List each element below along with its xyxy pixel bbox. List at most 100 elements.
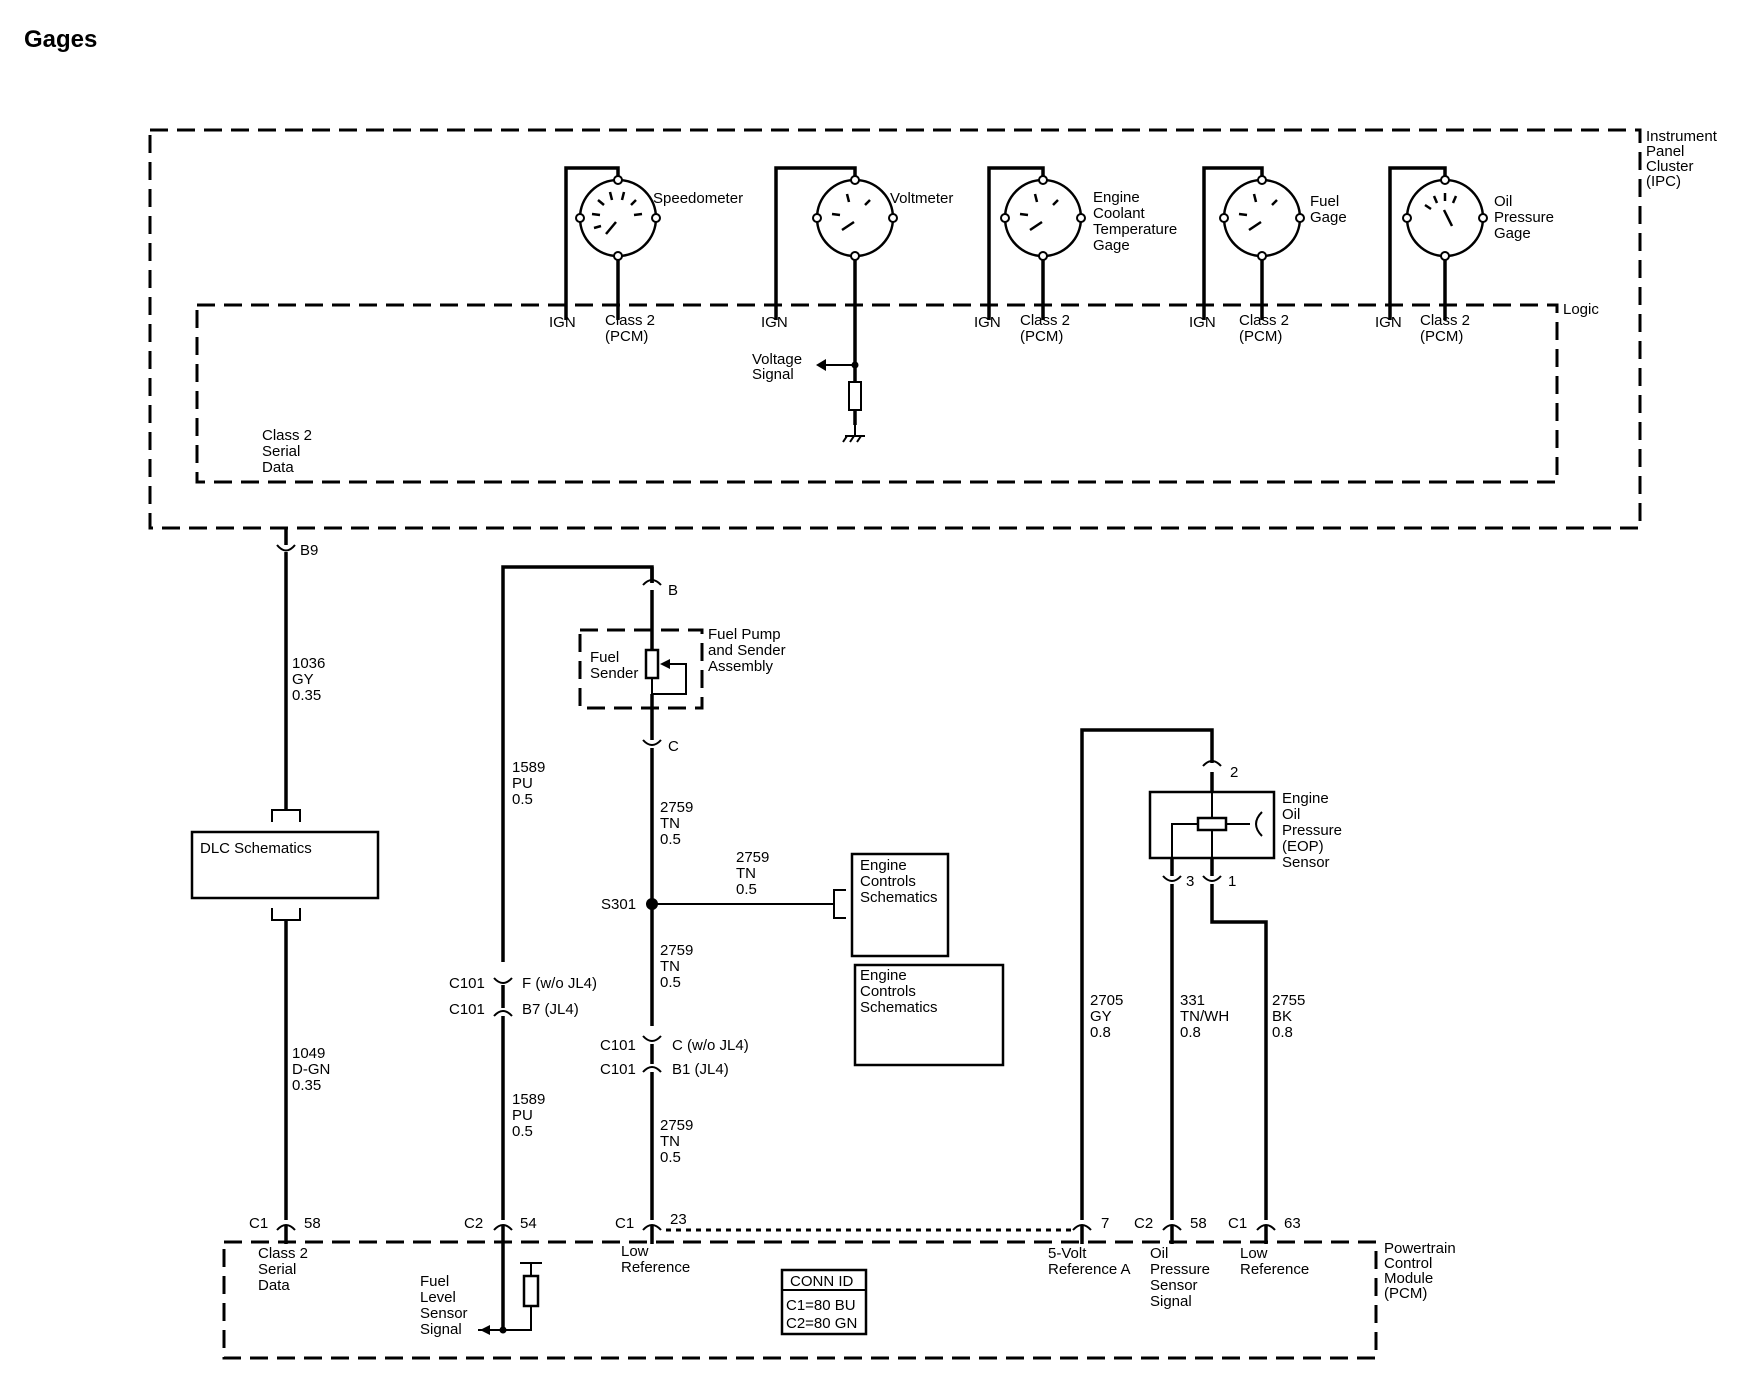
svg-text:Fuel Pump and Sender: Fuel Pump and Sender Assembly xyxy=(708,626,790,675)
svg-text:Fuel Gage: Fuel Gage xyxy=(1310,193,1347,226)
svg-text:B1 (JL4): B1 (JL4) xyxy=(672,1061,729,1078)
fuel-sender-resistor xyxy=(644,648,660,680)
page-title: Gages xyxy=(24,26,98,53)
svg-text:2759 TN 0.5: 2759 TN 0.5 xyxy=(660,799,698,848)
pcm-pin-oil-pressure: C2 58 Oil Pressure Sensor Signal xyxy=(1134,1215,1214,1310)
voltmeter-gauge: Voltmeter IGN Voltage Signal xyxy=(752,166,953,443)
svg-text:C2: C2 xyxy=(1134,1215,1153,1232)
speedometer-gauge: Speedometer IGN Class 2 (PCM) xyxy=(549,166,743,345)
svg-text:1589 PU 0.5: 1589 PU 0.5 xyxy=(512,759,550,808)
svg-text:B9: B9 xyxy=(300,542,318,559)
pcm-boundary xyxy=(222,1240,1378,1360)
ipc-boundary xyxy=(148,128,1642,530)
logic-label: Logic xyxy=(1563,301,1599,318)
svg-text:C1=80 BU: C1=80 BU xyxy=(786,1297,856,1314)
svg-text:58: 58 xyxy=(304,1215,321,1232)
svg-text:1589 PU 0.5: 1589 PU 0.5 xyxy=(512,1091,550,1140)
fuel-gauge: Fuel Gage IGN Class 2 (PCM) xyxy=(1189,166,1347,345)
pcm-pin-fuel-level: C2 54 Fuel Level Sensor Signal xyxy=(420,1215,542,1338)
oil-pressure-gauge: Oil Pressure Gage IGN Class 2 (PCM) xyxy=(1375,166,1558,345)
svg-text:C101: C101 xyxy=(600,1061,636,1078)
svg-text:Class 2: Class 2 xyxy=(1239,312,1289,329)
pcm-pin-low-ref-63: C1 63 Low Reference xyxy=(1228,1215,1309,1278)
pcm-pin-class2: C1 58 Class 2 Serial Data xyxy=(249,1215,321,1294)
svg-text:C2: C2 xyxy=(464,1215,483,1232)
svg-text:Class 2: Class 2 xyxy=(1420,312,1470,329)
engine-controls-box-2 xyxy=(853,963,1005,1067)
svg-text:C101: C101 xyxy=(600,1037,636,1054)
svg-text:Fuel Level Sensor: Fuel Level Sensor Signal xyxy=(420,1273,472,1338)
fuel-sender-circuit: B Fuel Sender Fuel Pump and Sender Assem… xyxy=(578,567,846,1220)
svg-text:Low Reference: Low Reference xyxy=(621,1243,690,1276)
svg-text:IGN: IGN xyxy=(549,314,576,331)
svg-text:Engine Oil Pressur: Engine Oil Pressure (EOP) Sensor xyxy=(1282,790,1346,871)
svg-text:(PCM): (PCM) xyxy=(1239,328,1282,345)
svg-text:B7 (JL4): B7 (JL4) xyxy=(522,1001,579,1018)
svg-text:3: 3 xyxy=(1186,873,1194,890)
dlc-schematics-box xyxy=(190,830,380,900)
svg-text:331 TN/WH 0.8: 331 TN/WH 0.8 xyxy=(1180,992,1233,1041)
svg-text:IGN: IGN xyxy=(761,314,788,331)
fuel-pump-assembly-boundary xyxy=(578,628,704,710)
svg-text:CONN ID: CONN ID xyxy=(790,1273,854,1290)
svg-text:C1: C1 xyxy=(615,1215,634,1232)
svg-text:Oil Pressure Gage: Oil Pressure Gage xyxy=(1494,193,1558,242)
pcm-pin-low-ref-23: C1 23 Low Reference xyxy=(615,1211,690,1276)
voltage-signal-label: Voltage Signal xyxy=(752,351,806,383)
ipc-label: Instrument Panel Cluster (IPC) xyxy=(1646,128,1721,190)
eop-sensor-circuit: 2 Engine Oil Pressure (EOP) Sensor 3 1 2… xyxy=(1080,728,1346,1220)
svg-text:1036 GY 0.35: 1036 GY 0.35 xyxy=(292,655,330,704)
svg-text:(PCM): (PCM) xyxy=(605,328,648,345)
svg-text:1: 1 xyxy=(1228,873,1236,890)
svg-text:63: 63 xyxy=(1284,1215,1301,1232)
svg-text:(PCM): (PCM) xyxy=(1020,328,1063,345)
svg-text:F (w/o JL4): F (w/o JL4) xyxy=(522,975,597,992)
svg-text:23: 23 xyxy=(670,1211,687,1228)
svg-text:C101: C101 xyxy=(449,1001,485,1018)
engine-controls-label-1: Engine Controls Schematics xyxy=(860,857,938,906)
svg-text:(PCM): (PCM) xyxy=(1420,328,1463,345)
svg-text:Low Reference: Low Reference xyxy=(1240,1245,1309,1278)
svg-text:C: C xyxy=(668,738,679,755)
pcm-pin-5v-ref: 7 5-Volt Reference A xyxy=(1048,1215,1131,1278)
svg-text:B: B xyxy=(668,582,678,599)
svg-text:Class 2 Serial Dat: Class 2 Serial Data xyxy=(258,1245,312,1294)
engine-controls-label-2: Engine Controls Schematics xyxy=(860,967,938,1016)
logic-boundary xyxy=(195,303,1559,484)
svg-text:2: 2 xyxy=(1230,764,1238,781)
svg-text:2759 TN 0.5: 2759 TN 0.5 xyxy=(660,1117,698,1166)
svg-text:Speedometer: Speedometer xyxy=(653,190,743,207)
svg-text:1049 D-GN 0.35: 1049 D-GN 0.35 xyxy=(292,1045,335,1094)
svg-text:2759 TN 0.5: 2759 TN 0.5 xyxy=(736,849,774,898)
svg-text:IGN: IGN xyxy=(974,314,1001,331)
svg-text:58: 58 xyxy=(1190,1215,1207,1232)
svg-text:5-Volt Reference A: 5-Volt Reference A xyxy=(1048,1245,1131,1278)
svg-text:S301: S301 xyxy=(601,896,636,913)
svg-text:7: 7 xyxy=(1101,1215,1109,1232)
pcm-label: Powertrain Control Module (PCM) xyxy=(1384,1240,1460,1302)
svg-text:Fuel Sender: Fuel Sender xyxy=(590,649,638,682)
svg-text:2705 GY 0.8: 2705 GY 0.8 xyxy=(1090,992,1128,1041)
svg-text:C1: C1 xyxy=(249,1215,268,1232)
coolant-temp-gauge: Engine Coolant Temperature Gage IGN Clas… xyxy=(974,166,1181,345)
conn-id-table: CONN ID C1=80 BU C2=80 GN xyxy=(780,1268,868,1336)
svg-text:IGN: IGN xyxy=(1375,314,1402,331)
svg-text:54: 54 xyxy=(520,1215,537,1232)
svg-text:2755 BK 0.8: 2755 BK 0.8 xyxy=(1272,992,1310,1041)
ipc-class2-label: Class 2 Serial Data xyxy=(262,427,316,476)
svg-text:C101: C101 xyxy=(449,975,485,992)
svg-text:C2=80 GN: C2=80 GN xyxy=(786,1315,857,1332)
svg-text:Engine Coolant Tem: Engine Coolant Temperature Gage xyxy=(1093,189,1181,254)
svg-text:DLC Schematics: DLC Schematics xyxy=(200,840,312,857)
svg-text:C1: C1 xyxy=(1228,1215,1247,1232)
svg-text:C (w/o JL4): C (w/o JL4) xyxy=(672,1037,749,1054)
engine-controls-box-1 xyxy=(850,852,950,958)
svg-text:Class 2: Class 2 xyxy=(1020,312,1070,329)
svg-text:IGN: IGN xyxy=(1189,314,1216,331)
svg-text:Voltmeter: Voltmeter xyxy=(890,190,953,207)
svg-text:Oil Pressure Senso: Oil Pressure Sensor Signal xyxy=(1150,1245,1214,1310)
svg-text:Class 2: Class 2 xyxy=(605,312,655,329)
svg-text:2759 TN 0.5: 2759 TN 0.5 xyxy=(660,942,698,991)
class2-circuit: B9 1036 GY 0.35 DLC Schematics 1049 D-GN… xyxy=(190,528,380,1220)
